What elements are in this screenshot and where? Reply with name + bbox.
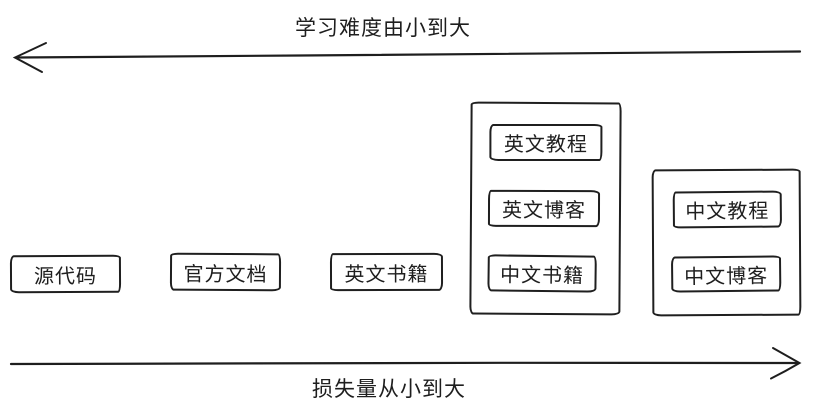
top-axis-label: 学习难度由小到大 [295,17,471,40]
box-english-books: 英文书籍 [329,252,444,292]
box-chinese-blogs-label: 中文博客 [684,265,769,288]
box-english-blogs: 英文博客 [487,189,601,228]
group-english-resources: 英文教程 英文博客 中文书籍 [469,101,622,316]
box-chinese-tutorials-label: 中文教程 [685,200,770,224]
box-chinese-books-label: 中文书籍 [499,264,585,288]
box-source-code-label: 源代码 [33,265,98,288]
box-official-docs-label: 官方文档 [183,263,268,286]
bottom-axis-label: 损失量从小到大 [312,378,466,401]
box-english-tutorials: 英文教程 [489,123,603,162]
box-chinese-tutorials: 中文教程 [672,190,782,229]
box-chinese-books: 中文书籍 [487,254,597,293]
box-english-books-label: 英文书籍 [344,263,429,286]
box-english-blogs-label: 英文博客 [501,199,587,223]
group-chinese-resources: 中文教程 中文博客 [651,168,802,317]
box-chinese-blogs: 中文博客 [670,255,782,293]
arrow-left-icon [12,42,802,73]
box-source-code: 源代码 [9,254,122,294]
box-english-tutorials-label: 英文教程 [503,133,588,157]
box-official-docs: 官方文档 [169,252,282,292]
